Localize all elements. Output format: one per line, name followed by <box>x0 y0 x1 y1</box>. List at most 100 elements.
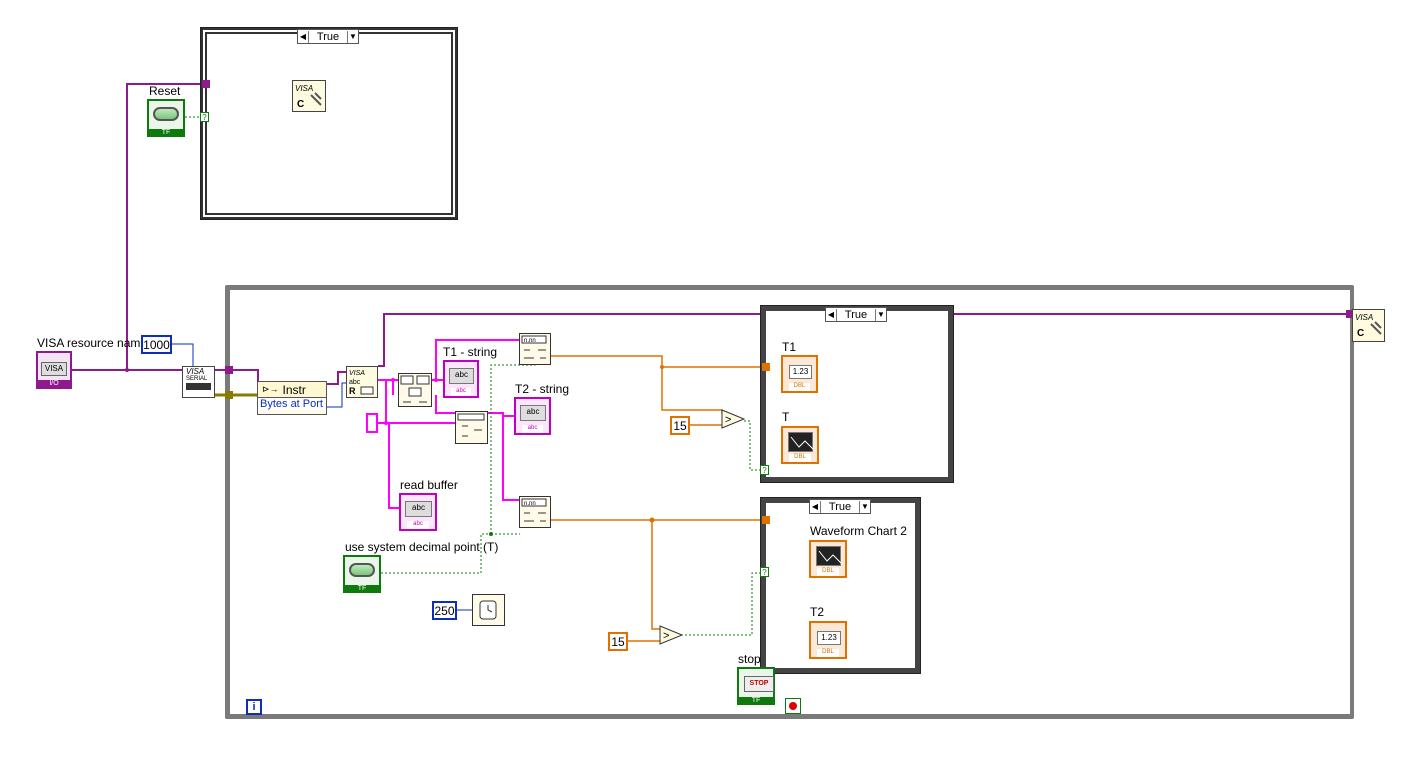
fract-string-to-number-icon-1[interactable]: n.nn <box>519 333 551 365</box>
reset-case-selector[interactable]: ◀ True ▼ <box>297 29 359 44</box>
match-pattern-function-icon[interactable] <box>398 373 432 407</box>
dropdown-arrow-icon[interactable]: ▼ <box>861 502 869 511</box>
visa-resource-name-control[interactable]: VISA I/O <box>36 351 72 389</box>
property-node-class: Instr <box>282 382 306 397</box>
t-waveform-chart: DBL <box>781 426 819 464</box>
timeout-constant[interactable]: 1000 <box>141 335 172 354</box>
abc-type-label: abc <box>407 521 429 529</box>
t1-label: T1 <box>782 340 797 354</box>
error-loop-tunnel <box>225 391 233 399</box>
empty-string-constant[interactable] <box>366 413 378 433</box>
t2-case-selector[interactable]: ◀ True ▼ <box>809 499 871 514</box>
svg-text:C: C <box>297 99 304 110</box>
led-icon <box>153 107 179 121</box>
wait-ms-constant[interactable]: 250 <box>432 601 457 620</box>
property-node-arrow-icon: ⊳→ <box>262 384 279 394</box>
visa-configure-serial-icon[interactable]: VISA SERIAL <box>182 366 215 398</box>
stop-label: stop <box>738 652 761 666</box>
visa-close-icon[interactable]: VISA C <box>292 80 326 112</box>
tf-type-label: TF <box>149 129 183 136</box>
stop-button-face: STOP <box>744 676 774 692</box>
reset-label: Reset <box>149 84 181 98</box>
stop-button-control[interactable]: STOP TF <box>737 667 775 705</box>
tf-type-label: TF <box>739 697 773 704</box>
abc-type-label: abc <box>451 388 471 396</box>
t2-string-display: abc <box>520 405 546 421</box>
svg-text:>: > <box>663 630 669 642</box>
use-system-decimal-point-label: use system decimal point (T) <box>345 540 499 554</box>
greater-than-icon-2[interactable]: > <box>659 625 683 645</box>
decrement-arrow-icon[interactable]: ◀ <box>811 502 819 511</box>
numeric-display: 1.23 <box>789 365 812 379</box>
waveform-chart-2-label: Waveform Chart 2 <box>810 524 907 538</box>
fract-string-to-number-icon-2[interactable]: n.nn <box>519 496 551 528</box>
dbl-type-label: DBL <box>789 383 810 391</box>
bytes-at-port-property[interactable]: Bytes at Port <box>258 398 326 410</box>
visa-text: VISA <box>186 367 205 376</box>
numeric-display: 1.23 <box>817 631 841 645</box>
waveform-chart-2: DBL <box>809 540 847 578</box>
svg-text:>: > <box>725 414 731 426</box>
visa-property-node[interactable]: ⊳→ Instr Bytes at Port <box>257 381 327 415</box>
chart-graph-icon <box>816 546 842 566</box>
dbl-type-label: DBL <box>817 568 839 576</box>
numeric-tunnel-t1 <box>762 363 770 371</box>
visa-tunnel <box>202 80 210 88</box>
svg-text:VISA: VISA <box>349 370 365 377</box>
svg-text:R: R <box>349 386 356 396</box>
io-type-label: I/O <box>38 380 70 387</box>
t1-numeric-indicator: 1.23 DBL <box>781 355 818 393</box>
scan-from-string-icon[interactable] <box>455 411 488 444</box>
t2-numeric-indicator: 1.23 DBL <box>809 621 847 659</box>
boolean-case-tunnel-t1: ? <box>760 465 769 475</box>
visa-text: VISA <box>41 362 67 376</box>
t1-string-display: abc <box>449 368 474 384</box>
loop-condition-stop-icon[interactable] <box>785 698 801 714</box>
decrement-arrow-icon[interactable]: ◀ <box>299 32 307 41</box>
dbl-type-label: DBL <box>817 649 839 657</box>
svg-text:VISA: VISA <box>1355 313 1373 322</box>
t1-case-selector[interactable]: ◀ True ▼ <box>825 307 887 322</box>
numeric-tunnel-t2 <box>762 516 770 524</box>
case-selector-value: True <box>836 308 876 321</box>
svg-text:n.nn: n.nn <box>524 338 536 344</box>
t1-string-indicator: abc abc <box>443 360 479 398</box>
visa-close-icon-2[interactable]: VISA C <box>1352 309 1385 342</box>
read-buffer-display: abc <box>405 501 432 517</box>
greater-than-icon-1[interactable]: > <box>721 409 745 429</box>
visa-loop-tunnel <box>225 366 233 374</box>
iteration-terminal: i <box>246 699 262 715</box>
tf-type-label: TF <box>345 585 379 592</box>
serial-text: SERIAL <box>186 376 208 382</box>
chart-graph-icon <box>788 432 814 452</box>
reset-boolean-control[interactable]: TF <box>147 99 185 137</box>
svg-text:n.nn: n.nn <box>524 501 536 507</box>
wait-ms-timer-icon[interactable] <box>472 594 505 626</box>
case-selector-value: True <box>308 30 348 43</box>
t2-string-indicator: abc abc <box>514 397 551 435</box>
svg-text:VISA: VISA <box>295 84 313 93</box>
visa-resource-name-label: VISA resource name <box>37 336 148 350</box>
threshold-constant-2[interactable]: 15 <box>608 632 628 651</box>
while-loop[interactable] <box>225 285 1354 719</box>
boolean-case-tunnel: ? <box>200 112 209 122</box>
threshold-constant-1[interactable]: 15 <box>670 416 690 435</box>
dbl-type-label: DBL <box>789 454 811 462</box>
t2-label: T2 <box>810 605 825 619</box>
dropdown-arrow-icon[interactable]: ▼ <box>877 310 885 319</box>
reset-case-structure[interactable] <box>200 27 458 220</box>
use-system-decimal-point-control[interactable]: TF <box>343 555 381 593</box>
t1-string-label: T1 - string <box>443 345 498 359</box>
svg-text:abc: abc <box>349 379 361 386</box>
decrement-arrow-icon[interactable]: ◀ <box>827 310 835 319</box>
t-label: T <box>782 410 790 424</box>
case-selector-value: True <box>820 500 860 513</box>
boolean-case-tunnel-t2: ? <box>760 567 769 577</box>
visa-exit-tunnel <box>1346 310 1354 318</box>
read-buffer-label: read buffer <box>400 478 458 492</box>
visa-read-icon[interactable]: VISA abc R <box>346 366 378 398</box>
read-buffer-indicator: abc abc <box>399 493 437 531</box>
abc-type-label: abc <box>522 425 543 433</box>
dropdown-arrow-icon[interactable]: ▼ <box>349 32 357 41</box>
